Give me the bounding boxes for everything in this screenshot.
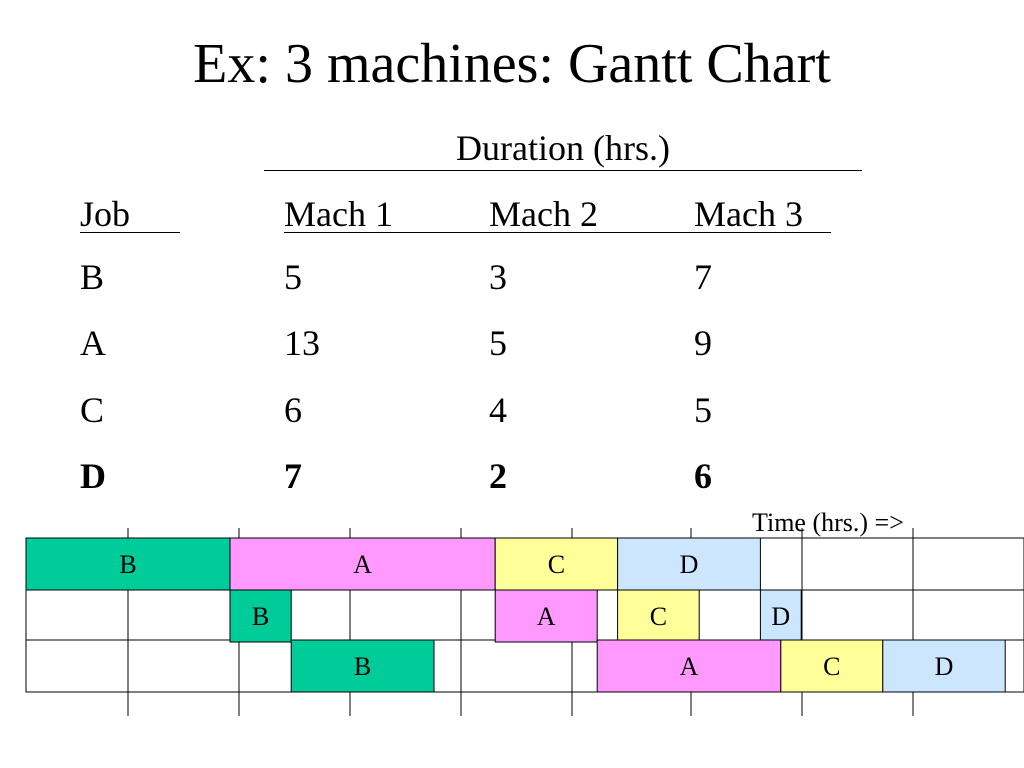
gantt-task-label: D: [771, 602, 790, 631]
gantt-task-label: B: [119, 550, 136, 579]
slide-title: Ex: 3 machines: Gantt Chart: [193, 33, 831, 95]
column-header-mach-1: Mach 1: [284, 194, 393, 234]
table-duration-cell: 9: [694, 323, 712, 363]
gantt-task-bar: [494, 589, 598, 643]
table-job-cell: C: [80, 390, 105, 430]
table-job-cell: D: [80, 456, 106, 496]
table-duration-cell: 5: [694, 390, 712, 430]
gantt-task-label: B: [354, 652, 371, 681]
gantt-task-label: B: [252, 602, 269, 631]
gantt-task-bar: [617, 537, 761, 591]
gantt-task-bar: [882, 639, 1006, 693]
job-header-underline: [80, 232, 180, 233]
column-header-mach-3: Mach 3: [694, 194, 803, 234]
table-duration-cell: 7: [694, 257, 712, 297]
gantt-task-bar: [290, 639, 435, 693]
duration-group-header: Duration (hrs.): [456, 128, 670, 168]
gantt-task-bar: [596, 639, 782, 693]
table-duration-cell: 13: [284, 323, 320, 363]
gantt-task-label: A: [680, 652, 699, 681]
gantt-task-bar: [780, 639, 884, 693]
table-duration-cell: 6: [284, 390, 302, 430]
table-duration-cell: 4: [489, 390, 507, 430]
gantt-task-label: D: [680, 550, 699, 579]
gantt-task-bar: [25, 537, 231, 591]
gantt-task-bar: [759, 589, 802, 643]
column-header-mach-2: Mach 2: [489, 194, 598, 234]
time-axis-label: Time (hrs.) =>: [752, 508, 904, 537]
gantt-task-bar: [617, 589, 700, 643]
table-job-cell: B: [80, 257, 105, 297]
table-duration-cell: 6: [694, 456, 712, 496]
gantt-task-label: D: [935, 652, 954, 681]
duration-header-rule: [264, 170, 862, 171]
gantt-task-label: A: [353, 550, 372, 579]
gantt-task-label: C: [823, 652, 840, 681]
table-job-cell: A: [80, 323, 106, 363]
table-duration-cell: 7: [284, 456, 302, 496]
gantt-task-label: A: [537, 602, 556, 631]
gantt-task-bar: [229, 537, 496, 591]
table-duration-cell: 5: [284, 257, 302, 297]
table-duration-cell: 5: [489, 323, 507, 363]
gantt-task-label: C: [650, 602, 667, 631]
gantt-task-label: C: [548, 550, 565, 579]
column-header-job: Job: [80, 194, 131, 234]
gantt-task-bar: [229, 589, 292, 643]
table-duration-cell: 3: [489, 257, 507, 297]
machine-header-underline: [284, 232, 831, 233]
table-duration-cell: 2: [489, 456, 507, 496]
